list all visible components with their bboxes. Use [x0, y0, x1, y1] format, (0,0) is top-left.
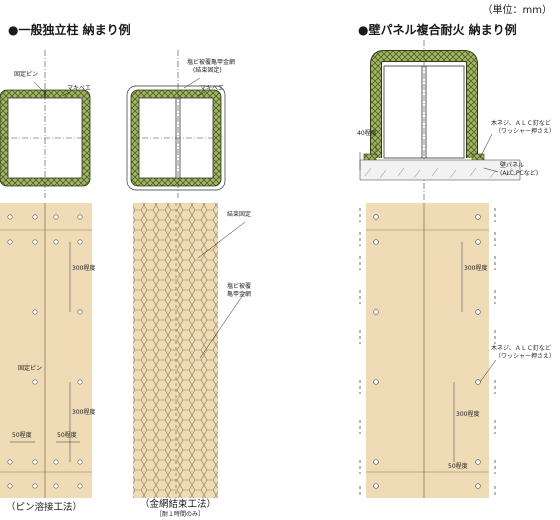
label-binding-fixed-paren: (結束固定): [193, 67, 222, 74]
wall-panel-elevation: [359, 203, 497, 498]
caption-mesh-binding: （金網結束工法）: [140, 499, 217, 510]
column-section-pin: [0, 50, 91, 198]
section-title-wall-panel: ●壁パネル複合耐火 納まり例: [358, 23, 517, 37]
label-approx-300-w1: 300程度: [464, 265, 488, 272]
label-fixing-pin: 固定ピン: [14, 71, 39, 78]
label-approx-300-w2: 300程度: [456, 411, 480, 418]
label-wrap-2: マキベエ: [200, 85, 225, 92]
label-pvc-mesh: 塩ビ被覆亀甲金網: [187, 59, 236, 66]
label-binding-fixed: 結束固定: [227, 211, 252, 218]
label-hex-mesh: 亀甲金網: [227, 291, 252, 298]
label-approx-50-a1: 50程度: [12, 432, 32, 439]
column-elevation-pin: [0, 203, 92, 498]
column-section-mesh: [126, 50, 226, 198]
label-wood-screw-2: 木ネジ、ＡＬＣ釘など: [491, 345, 551, 352]
label-approx-300-a1: 300程度: [72, 265, 96, 272]
label-approx-300-a2: 300程度: [72, 409, 96, 416]
label-alc-pc: (ALC,PCなど): [500, 170, 539, 177]
label-approx-50-a2: 50程度: [57, 432, 77, 439]
label-washer: （ワッシャー押さえ）: [495, 128, 556, 135]
label-wrap: マキベエ: [67, 85, 92, 92]
label-pvc-coated: 塩ビ被覆: [227, 283, 252, 290]
label-wall-panel: 壁パネル: [500, 162, 525, 169]
caption-one-hour: ［耐１時間のみ］: [156, 511, 205, 518]
section-title-column: ●一般独立柱 納まり例: [8, 23, 131, 37]
unit-label: （単位：mm）: [482, 5, 552, 16]
column-elevation-mesh: [133, 203, 246, 498]
label-wood-screw: 木ネジ、ＡＬＣ釘など: [491, 120, 551, 127]
label-approx-40: 40程度: [357, 130, 377, 137]
label-approx-50-w: 50程度: [448, 463, 468, 470]
wall-panel-section: [359, 40, 521, 200]
label-fixing-pin-2: 固定ピン: [18, 365, 43, 372]
label-washer-2: （ワッシャー押さえ）: [495, 353, 556, 360]
caption-pin-weld: （ピン溶接工法）: [6, 502, 83, 513]
